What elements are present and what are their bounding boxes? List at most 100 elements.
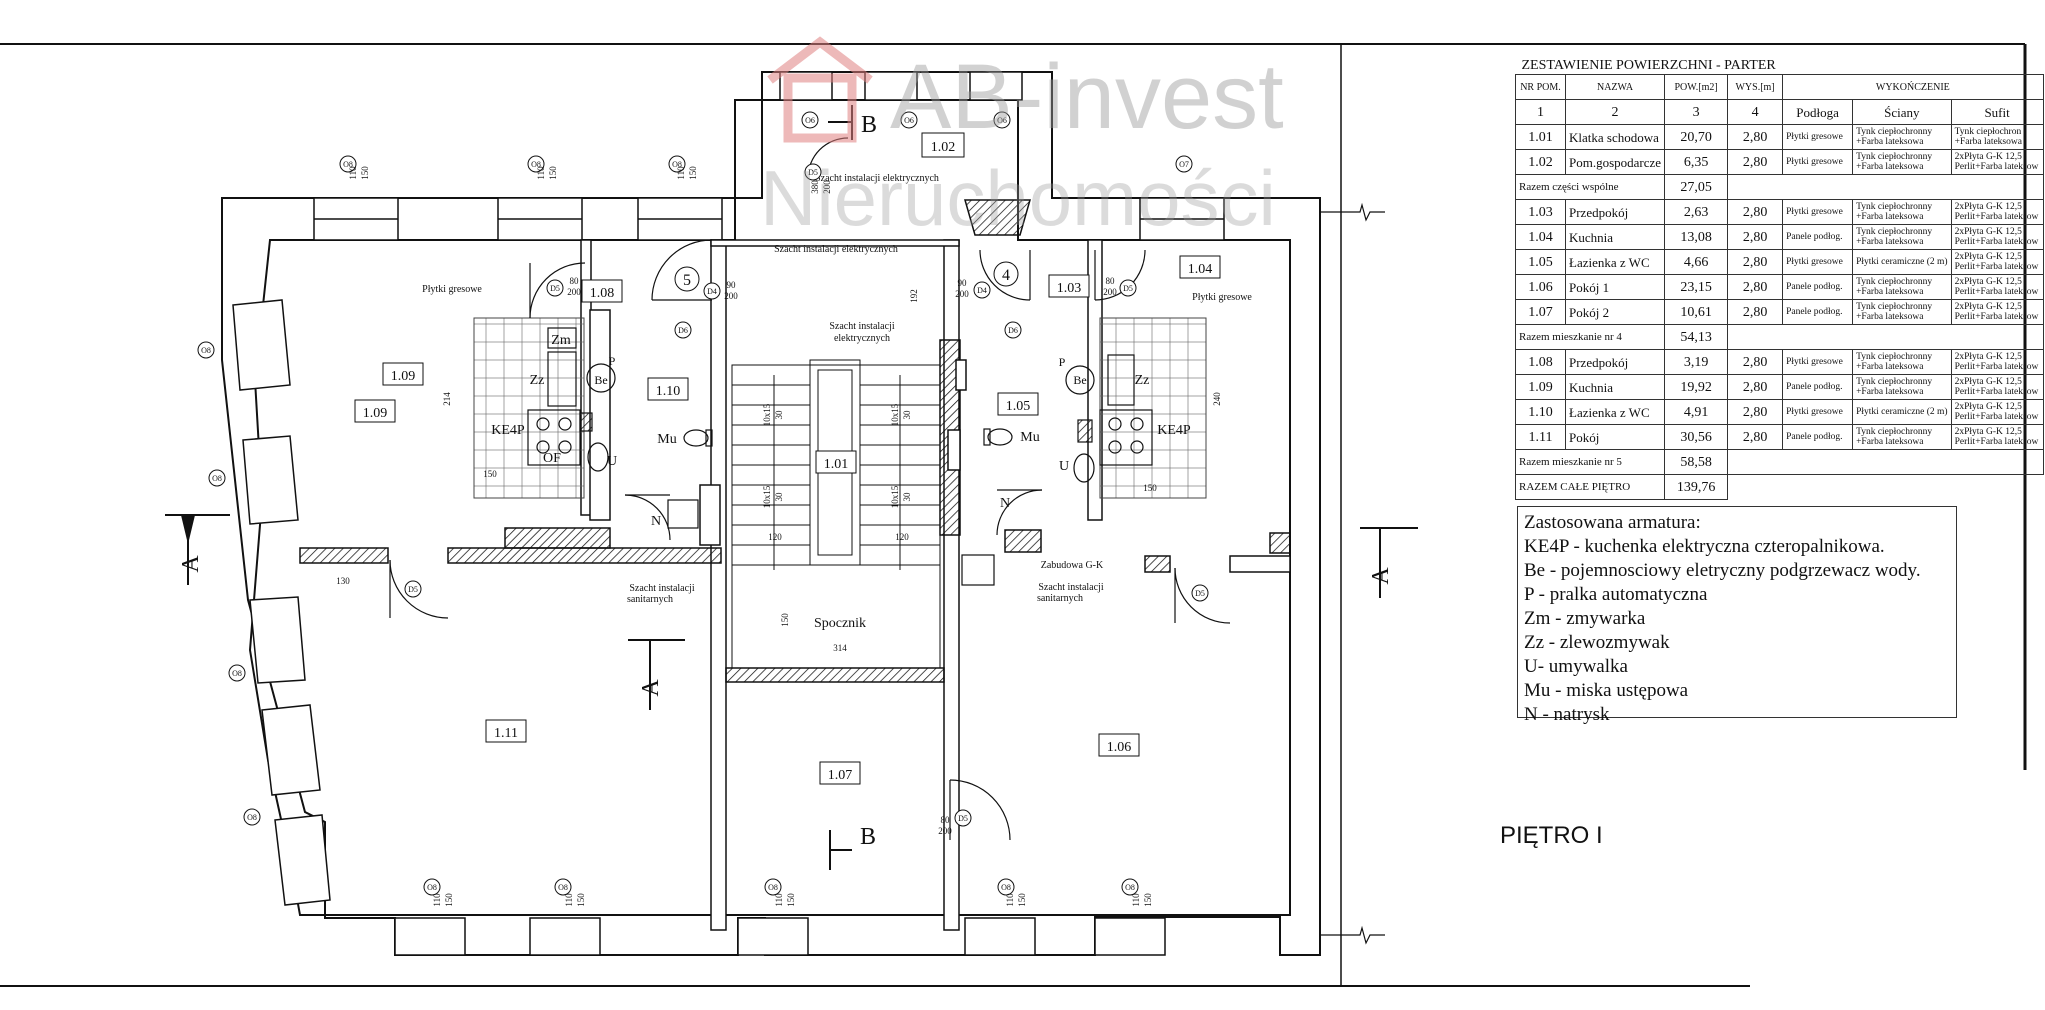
room-wall-finish-line1: Tynk ciepłochronny: [1856, 152, 1933, 162]
svg-text:90: 90: [727, 280, 737, 290]
svg-text:O8: O8: [1125, 883, 1135, 892]
svg-text:150: 150: [576, 893, 586, 907]
fixture-p-right: P: [1059, 355, 1066, 369]
note-szacht-san-left-1: Szacht instalacji: [629, 583, 694, 594]
svg-text:200: 200: [938, 826, 952, 836]
col-subheader: Ściany: [1852, 99, 1952, 125]
svg-text:314: 314: [833, 643, 847, 653]
svg-text:150: 150: [780, 613, 790, 627]
staircase: [731, 359, 941, 669]
room-label: 1.06: [1107, 740, 1132, 755]
room-area: 30,56: [1664, 424, 1729, 450]
room-ceiling-finish-line1: Tynk ciepłochron: [1954, 127, 2022, 137]
fixture-mu: Mu: [657, 432, 676, 447]
fixture-be: Be: [594, 373, 607, 387]
room-ceiling-finish-line2: Perlit+Farba lateksow: [1954, 387, 2039, 397]
sum-label: Razem części wspólne: [1514, 174, 1666, 200]
room-floor-finish: Panele podłog.: [1782, 224, 1854, 250]
fixture-of: OF: [543, 451, 561, 466]
svg-text:O8: O8: [201, 346, 211, 355]
room-ceiling-finish-line1: 2xPłyta G-K 12,5: [1954, 427, 2022, 437]
room-ceiling-finish-line2: +Farba lateksowa: [1954, 137, 2022, 147]
legend-item: Zz - zlewozmywak: [1524, 632, 1670, 653]
svg-text:D5: D5: [1195, 589, 1205, 598]
room-wall-finish-line2: +Farba lateksowa: [1856, 212, 1924, 222]
room-wall-finish: Tynk ciepłochronny+Farba lateksowa: [1852, 349, 1952, 375]
room-name: Pokój 1: [1564, 274, 1666, 300]
room-height: 2,80: [1727, 249, 1784, 275]
note-szacht-el-top: Szacht instalacji elektrycznych: [815, 173, 939, 184]
note-plytki-right: Płytki gresowe: [1192, 292, 1252, 303]
room-wall-finish-line2: +Farba lateksowa: [1856, 312, 1924, 322]
svg-text:O8: O8: [558, 883, 568, 892]
room-name: Kuchnia: [1564, 224, 1666, 250]
room-floor-finish: Panele podłog.: [1782, 299, 1854, 325]
room-label: 1.02: [931, 140, 956, 155]
apartment-numbers: 5 4: [674, 261, 1019, 292]
svg-text:O8: O8: [531, 160, 541, 169]
room-area: 10,61: [1664, 299, 1729, 325]
note-szacht-san-right-1: Szacht instalacji: [1038, 582, 1103, 593]
svg-text:380: 380: [810, 180, 820, 194]
svg-text:130: 130: [336, 576, 350, 586]
room-wall-finish-line2: +Farba lateksowa: [1856, 237, 1924, 247]
room-wall-finish: Tynk ciepłochronny+Farba lateksowa: [1852, 124, 1952, 150]
room-name: Łazienka z WC: [1564, 249, 1666, 275]
svg-text:110: 110: [432, 893, 442, 907]
room-height: 2,80: [1727, 399, 1784, 425]
svg-text:150: 150: [483, 469, 497, 479]
note-szacht-el-stair-1: Szacht instalacji: [829, 321, 894, 332]
svg-text:110: 110: [676, 166, 686, 180]
room-area: 4,91: [1664, 399, 1729, 425]
svg-text:150: 150: [1143, 893, 1153, 907]
svg-text:110: 110: [1131, 893, 1141, 907]
room-area: 4,66: [1664, 249, 1729, 275]
room-ceiling-finish-line2: Perlit+Farba lateksow: [1954, 162, 2039, 172]
svg-text:10x15: 10x15: [890, 403, 900, 426]
room-label: 1.05: [1006, 399, 1031, 414]
room-wall-finish-line2: +Farba lateksowa: [1856, 137, 1924, 147]
col-subheader: Podłoga: [1782, 99, 1854, 125]
room-wall-finish-line1: Tynk ciepłochronny: [1856, 427, 1933, 437]
svg-text:200: 200: [955, 289, 969, 299]
legend-title: Zastosowana armatura:: [1524, 512, 1701, 533]
svg-text:D5: D5: [1123, 284, 1133, 293]
room-ceiling-finish-line2: Perlit+Farba lateksow: [1954, 362, 2039, 372]
room-ceiling-finish: Tynk ciepłochron+Farba lateksowa: [1950, 124, 2044, 150]
svg-text:110: 110: [564, 893, 574, 907]
legend-item: Zm - zmywarka: [1524, 608, 1646, 629]
legend-item: Be - pojemnosciowy eletryczny podgrzewac…: [1524, 560, 1921, 581]
room-ceiling-finish-line2: Perlit+Farba lateksow: [1954, 412, 2039, 422]
apartment-number: 5: [683, 272, 691, 289]
fixtures-left: [527, 327, 713, 529]
svg-text:200: 200: [724, 291, 738, 301]
room-name: Pokój 2: [1564, 299, 1666, 325]
svg-text:D6: D6: [678, 326, 688, 335]
svg-text:80: 80: [941, 815, 951, 825]
total-label: RAZEM CAŁE PIĘTRO: [1514, 474, 1666, 500]
fixture-zm: Zm: [551, 333, 571, 348]
svg-text:110: 110: [348, 166, 358, 180]
note-spocznik: Spocznik: [814, 616, 866, 631]
room-height: 2,80: [1727, 274, 1784, 300]
room-wall-finish-line1: Tynk ciepłochronny: [1856, 277, 1933, 287]
svg-text:A: A: [1368, 567, 1394, 585]
col-header: WYKOŃCZENIE: [1782, 74, 2044, 100]
room-wall-finish-line1: Płytki ceramiczne (2 m): [1856, 407, 1948, 417]
table-title: ZESTAWIENIE POWIERZCHNI - PARTER: [1521, 57, 1776, 73]
room-wall-finish-line1: Tynk ciepłochronny: [1856, 202, 1933, 212]
room-number: 1.10: [1515, 399, 1566, 425]
room-floor-finish: Płytki gresowe: [1782, 399, 1854, 425]
room-name: Klatka schodowa: [1564, 124, 1666, 150]
room-height: 2,80: [1727, 124, 1784, 150]
room-height: 2,80: [1727, 424, 1784, 450]
svg-text:192: 192: [909, 289, 919, 303]
room-number: 1.03: [1515, 199, 1566, 225]
svg-text:110: 110: [536, 166, 546, 180]
